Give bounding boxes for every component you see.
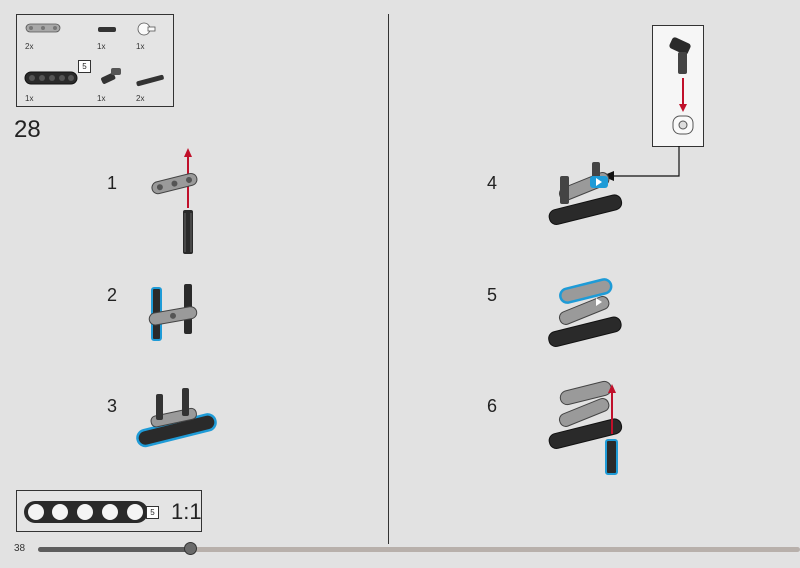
- parts-list: 2x 1x 1x 5 1x 1x 2x: [16, 14, 174, 107]
- part-qty-4: 1x: [25, 94, 34, 103]
- scale-ratio: 1:1: [171, 499, 202, 524]
- scale-reference: 5 1:1: [16, 490, 202, 532]
- step-6-illustration: [548, 380, 623, 475]
- page-number: 38: [14, 543, 26, 554]
- substep-label-4: 4: [487, 173, 498, 193]
- substep-label-5: 5: [487, 285, 498, 305]
- scale-length-label: 5: [146, 506, 159, 519]
- scale-liftarm-icon: [24, 501, 148, 523]
- substep-label-6: 6: [487, 396, 498, 416]
- gray-liftarm-icon: [25, 23, 61, 33]
- step-4-illustration: [548, 162, 623, 225]
- substep-label-1: 1: [107, 173, 118, 193]
- step-1-illustration: [151, 148, 198, 254]
- progress-track: [38, 547, 800, 552]
- part-qty-5: 1x: [97, 94, 106, 103]
- part-qty-2: 1x: [97, 42, 106, 51]
- progress-fill: [38, 547, 190, 552]
- angle-connector-icon: [101, 68, 121, 84]
- progress-knob[interactable]: [184, 542, 197, 555]
- axle-pin-icon: [98, 27, 116, 32]
- column-divider: [388, 14, 389, 544]
- black-axle-icon: [136, 74, 164, 87]
- black-liftarm-icon: [24, 71, 78, 85]
- part-length-label: 5: [78, 60, 91, 73]
- part-qty-1: 2x: [25, 42, 34, 51]
- step-2-illustration: [148, 284, 198, 341]
- step-5-illustration: [548, 278, 622, 347]
- substep-label-3: 3: [107, 396, 118, 416]
- part-qty-3: 1x: [136, 42, 145, 51]
- substep-label-2: 2: [107, 285, 118, 305]
- axle-connector-icon: [137, 22, 156, 36]
- step-3-illustration: [136, 388, 217, 448]
- part-qty-6: 2x: [136, 94, 145, 103]
- step-number: 28: [14, 116, 41, 143]
- callout-illustration: [669, 37, 694, 135]
